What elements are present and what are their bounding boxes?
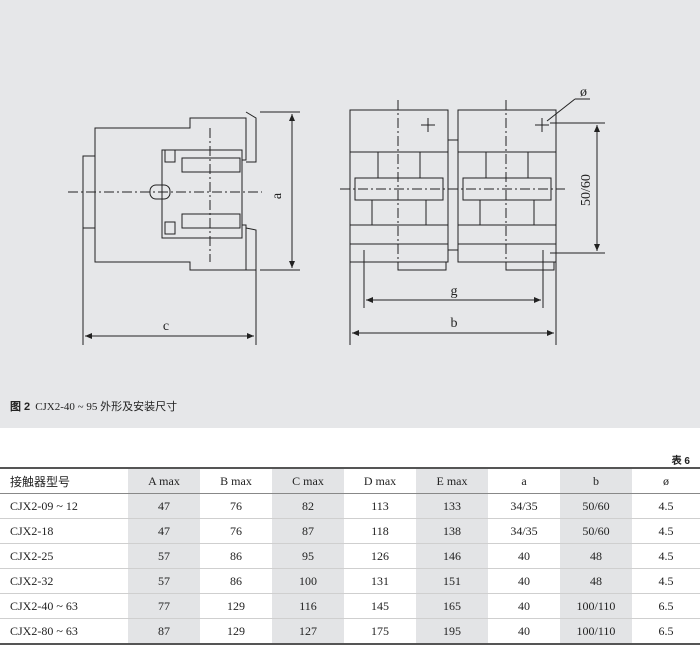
cell-a-max: 87 (128, 618, 200, 645)
cell-c-max: 127 (272, 618, 344, 645)
figure-number: 图 2 (10, 401, 31, 413)
dim-label-c: c (163, 319, 169, 334)
col-header-a-max: A max (128, 467, 200, 494)
table-row: CJX2-80 ~ 63 87 129 127 175 195 40 100/1… (0, 618, 700, 645)
dim-label-spacing: 50/60 (579, 174, 594, 206)
cell-phi: 6.5 (632, 618, 700, 645)
cell-c-max: 95 (272, 543, 344, 569)
cell-model: CJX2-25 (0, 543, 128, 569)
col-header-a: a (488, 467, 560, 494)
cell-a-max: 57 (128, 568, 200, 594)
cell-e-max: 138 (416, 518, 488, 544)
cell-a-max: 57 (128, 543, 200, 569)
dim-label-b: b (451, 316, 458, 331)
cell-b: 50/60 (560, 518, 632, 544)
cell-d-max: 113 (344, 493, 416, 519)
cell-a-max: 47 (128, 493, 200, 519)
cell-a: 40 (488, 593, 560, 619)
cell-c-max: 87 (272, 518, 344, 544)
cell-phi: 6.5 (632, 593, 700, 619)
drawing-panel: a c g b ø 50/60 图 2 CJX2-40 ~ 95 外形及安装尺寸 (0, 0, 700, 428)
dimension-drawing: a c g b ø 50/60 (68, 85, 605, 345)
figure-caption: 图 2 CJX2-40 ~ 95 外形及安装尺寸 (10, 398, 177, 414)
cell-a: 34/35 (488, 518, 560, 544)
cell-b-max: 86 (200, 568, 272, 594)
cell-model: CJX2-32 (0, 568, 128, 594)
cell-c-max: 100 (272, 568, 344, 594)
col-header-b: b (560, 467, 632, 494)
cell-a: 40 (488, 568, 560, 594)
cell-b: 100/110 (560, 618, 632, 645)
cell-a: 40 (488, 543, 560, 569)
col-header-e-max: E max (416, 467, 488, 494)
side-view (68, 111, 262, 271)
dim-label-phi: ø (580, 85, 587, 100)
col-header-model: 接触器型号 (0, 467, 128, 494)
cell-b-max: 86 (200, 543, 272, 569)
cell-b: 48 (560, 543, 632, 569)
cell-a: 40 (488, 618, 560, 645)
cell-b-max: 129 (200, 618, 272, 645)
table-row: CJX2-32 57 86 100 131 151 40 48 4.5 (0, 568, 700, 594)
table-row: CJX2-09 ~ 12 47 76 82 113 133 34/35 50/6… (0, 493, 700, 519)
cell-c-max: 116 (272, 593, 344, 619)
cell-e-max: 146 (416, 543, 488, 569)
cell-model: CJX2-80 ~ 63 (0, 618, 128, 645)
cell-a-max: 47 (128, 518, 200, 544)
cell-b: 100/110 (560, 593, 632, 619)
cell-d-max: 126 (344, 543, 416, 569)
cell-phi: 4.5 (632, 543, 700, 569)
table-header-row: 接触器型号 A max B max C max D max E max a b … (0, 467, 700, 494)
cell-e-max: 151 (416, 568, 488, 594)
figure-caption-text: CJX2-40 ~ 95 外形及安装尺寸 (35, 401, 178, 413)
table-row: CJX2-18 47 76 87 118 138 34/35 50/60 4.5 (0, 518, 700, 544)
dim-label-g: g (451, 284, 458, 299)
cell-e-max: 133 (416, 493, 488, 519)
cell-b: 48 (560, 568, 632, 594)
cell-c-max: 82 (272, 493, 344, 519)
cell-phi: 4.5 (632, 518, 700, 544)
col-header-d-max: D max (344, 467, 416, 494)
cell-b-max: 129 (200, 593, 272, 619)
cell-model: CJX2-40 ~ 63 (0, 593, 128, 619)
cell-b-max: 76 (200, 493, 272, 519)
cell-phi: 4.5 (632, 493, 700, 519)
table-row: CJX2-25 57 86 95 126 146 40 48 4.5 (0, 543, 700, 569)
cell-d-max: 118 (344, 518, 416, 544)
cell-a: 34/35 (488, 493, 560, 519)
cell-a-max: 77 (128, 593, 200, 619)
cell-e-max: 165 (416, 593, 488, 619)
col-header-b-max: B max (200, 467, 272, 494)
cell-phi: 4.5 (632, 568, 700, 594)
table-row: CJX2-40 ~ 63 77 129 116 145 165 40 100/1… (0, 593, 700, 619)
dim-label-a: a (270, 192, 285, 199)
col-header-phi: ø (632, 467, 700, 494)
cell-model: CJX2-18 (0, 518, 128, 544)
cell-d-max: 131 (344, 568, 416, 594)
cell-d-max: 145 (344, 593, 416, 619)
cell-e-max: 195 (416, 618, 488, 645)
table-label: 表 6 (671, 456, 690, 467)
col-header-c-max: C max (272, 467, 344, 494)
spec-table: 接触器型号 A max B max C max D max E max a b … (0, 467, 700, 645)
cell-b-max: 76 (200, 518, 272, 544)
cell-d-max: 175 (344, 618, 416, 645)
cell-model: CJX2-09 ~ 12 (0, 493, 128, 519)
cell-b: 50/60 (560, 493, 632, 519)
front-view (340, 98, 590, 271)
